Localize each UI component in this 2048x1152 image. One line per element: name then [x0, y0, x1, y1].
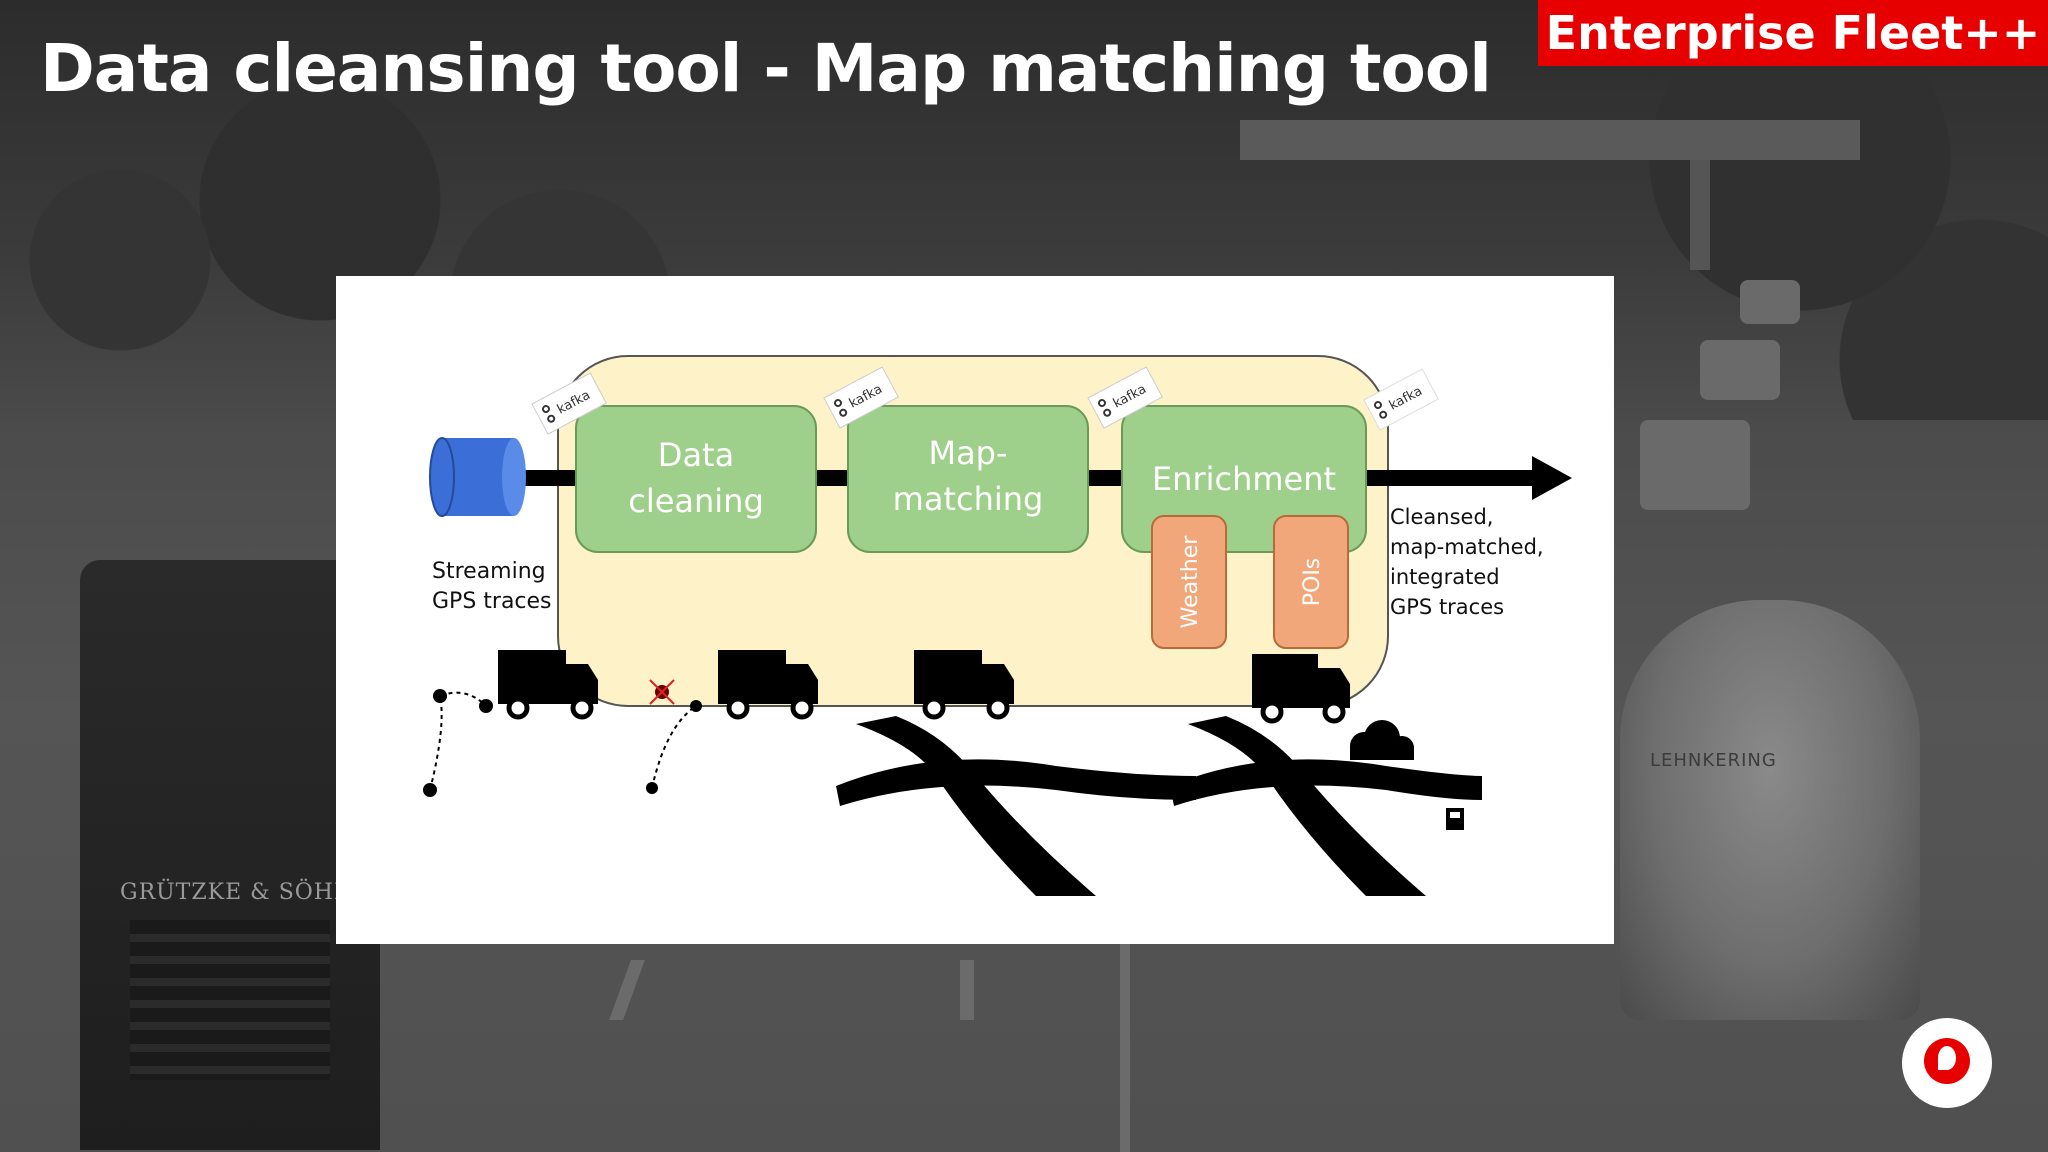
output-label-line: map-matched, [1390, 535, 1544, 559]
background-car [1740, 280, 1800, 324]
truck-lettering: GRÜTZKE & SÖHNE [120, 880, 372, 905]
storm-cloud-icon [1350, 720, 1414, 779]
road-shape [836, 759, 1196, 806]
background-car [1700, 340, 1780, 400]
source-pois: POIs [1273, 515, 1349, 649]
diagram-panel: Streaming GPS traces Data cleaning Map- … [336, 276, 1614, 944]
background-bridge [1240, 120, 1860, 160]
stage-label-line2: cleaning [628, 482, 764, 520]
stage-map-matching: Map- matching [847, 405, 1089, 553]
removed-point-icon [649, 679, 675, 705]
input-label-line2: GPS traces [432, 589, 552, 614]
illustration-cleaned-gps [646, 650, 818, 794]
truck-icon [914, 650, 1014, 720]
lane-marking [960, 960, 974, 1020]
road-shape [1188, 716, 1426, 896]
background-bridge-pier [1690, 160, 1710, 270]
kafka-tag: kafka [1087, 366, 1163, 429]
stage-label: Enrichment [1152, 460, 1336, 498]
road-shape [1170, 759, 1482, 806]
background-truck: GRÜTZKE & SÖHNE [80, 560, 380, 1150]
pipeline-diagram: Streaming GPS traces Data cleaning Map- … [423, 355, 1572, 896]
road-shape [856, 716, 1096, 896]
stage-label-line2: matching [893, 480, 1044, 518]
vodafone-logo-icon [1902, 1018, 1992, 1108]
source-label: POIs [1300, 558, 1325, 607]
kafka-icon [1373, 401, 1382, 410]
output-label-line: Cleansed, [1390, 505, 1493, 529]
source-weather: Weather [1151, 515, 1227, 649]
stage-data-cleaning: Data cleaning [575, 405, 817, 553]
kafka-icon [1097, 399, 1106, 408]
output-label-line: GPS traces [1390, 595, 1504, 619]
kafka-icon [541, 405, 550, 414]
output-label-line: integrated [1390, 565, 1500, 589]
illustration-enriched [1170, 654, 1482, 896]
kafka-icon [833, 399, 842, 408]
gps-input-cylinder [429, 437, 526, 517]
kafka-tag: kafka [823, 366, 899, 429]
stage-label-line1: Map- [928, 434, 1007, 472]
source-label: Weather [1178, 535, 1203, 629]
input-label-line1: Streaming [432, 559, 546, 584]
illustration-raw-gps [423, 650, 598, 797]
tanker-lettering: LEHNKERING [1650, 750, 1777, 771]
truck-icon [718, 650, 818, 720]
brand-badge: Enterprise Fleet++ [1538, 0, 2048, 66]
truck-icon [498, 650, 598, 720]
kafka-tag: kafka [1363, 368, 1439, 431]
truck-grille [130, 920, 330, 1080]
fuel-station-icon [1446, 808, 1464, 830]
background-car [1640, 420, 1750, 510]
kafka-tag: kafka [531, 372, 607, 435]
lane-divider [1120, 860, 1130, 1152]
flow-arrowhead [1532, 456, 1572, 500]
truck-icon [1252, 654, 1350, 724]
stage-label-line1: Data [658, 436, 734, 474]
background-tanker: LEHNKERING [1620, 600, 1920, 1020]
illustration-map-matched [836, 650, 1196, 896]
slide-title: Data cleansing tool - Map matching tool [40, 30, 1492, 107]
